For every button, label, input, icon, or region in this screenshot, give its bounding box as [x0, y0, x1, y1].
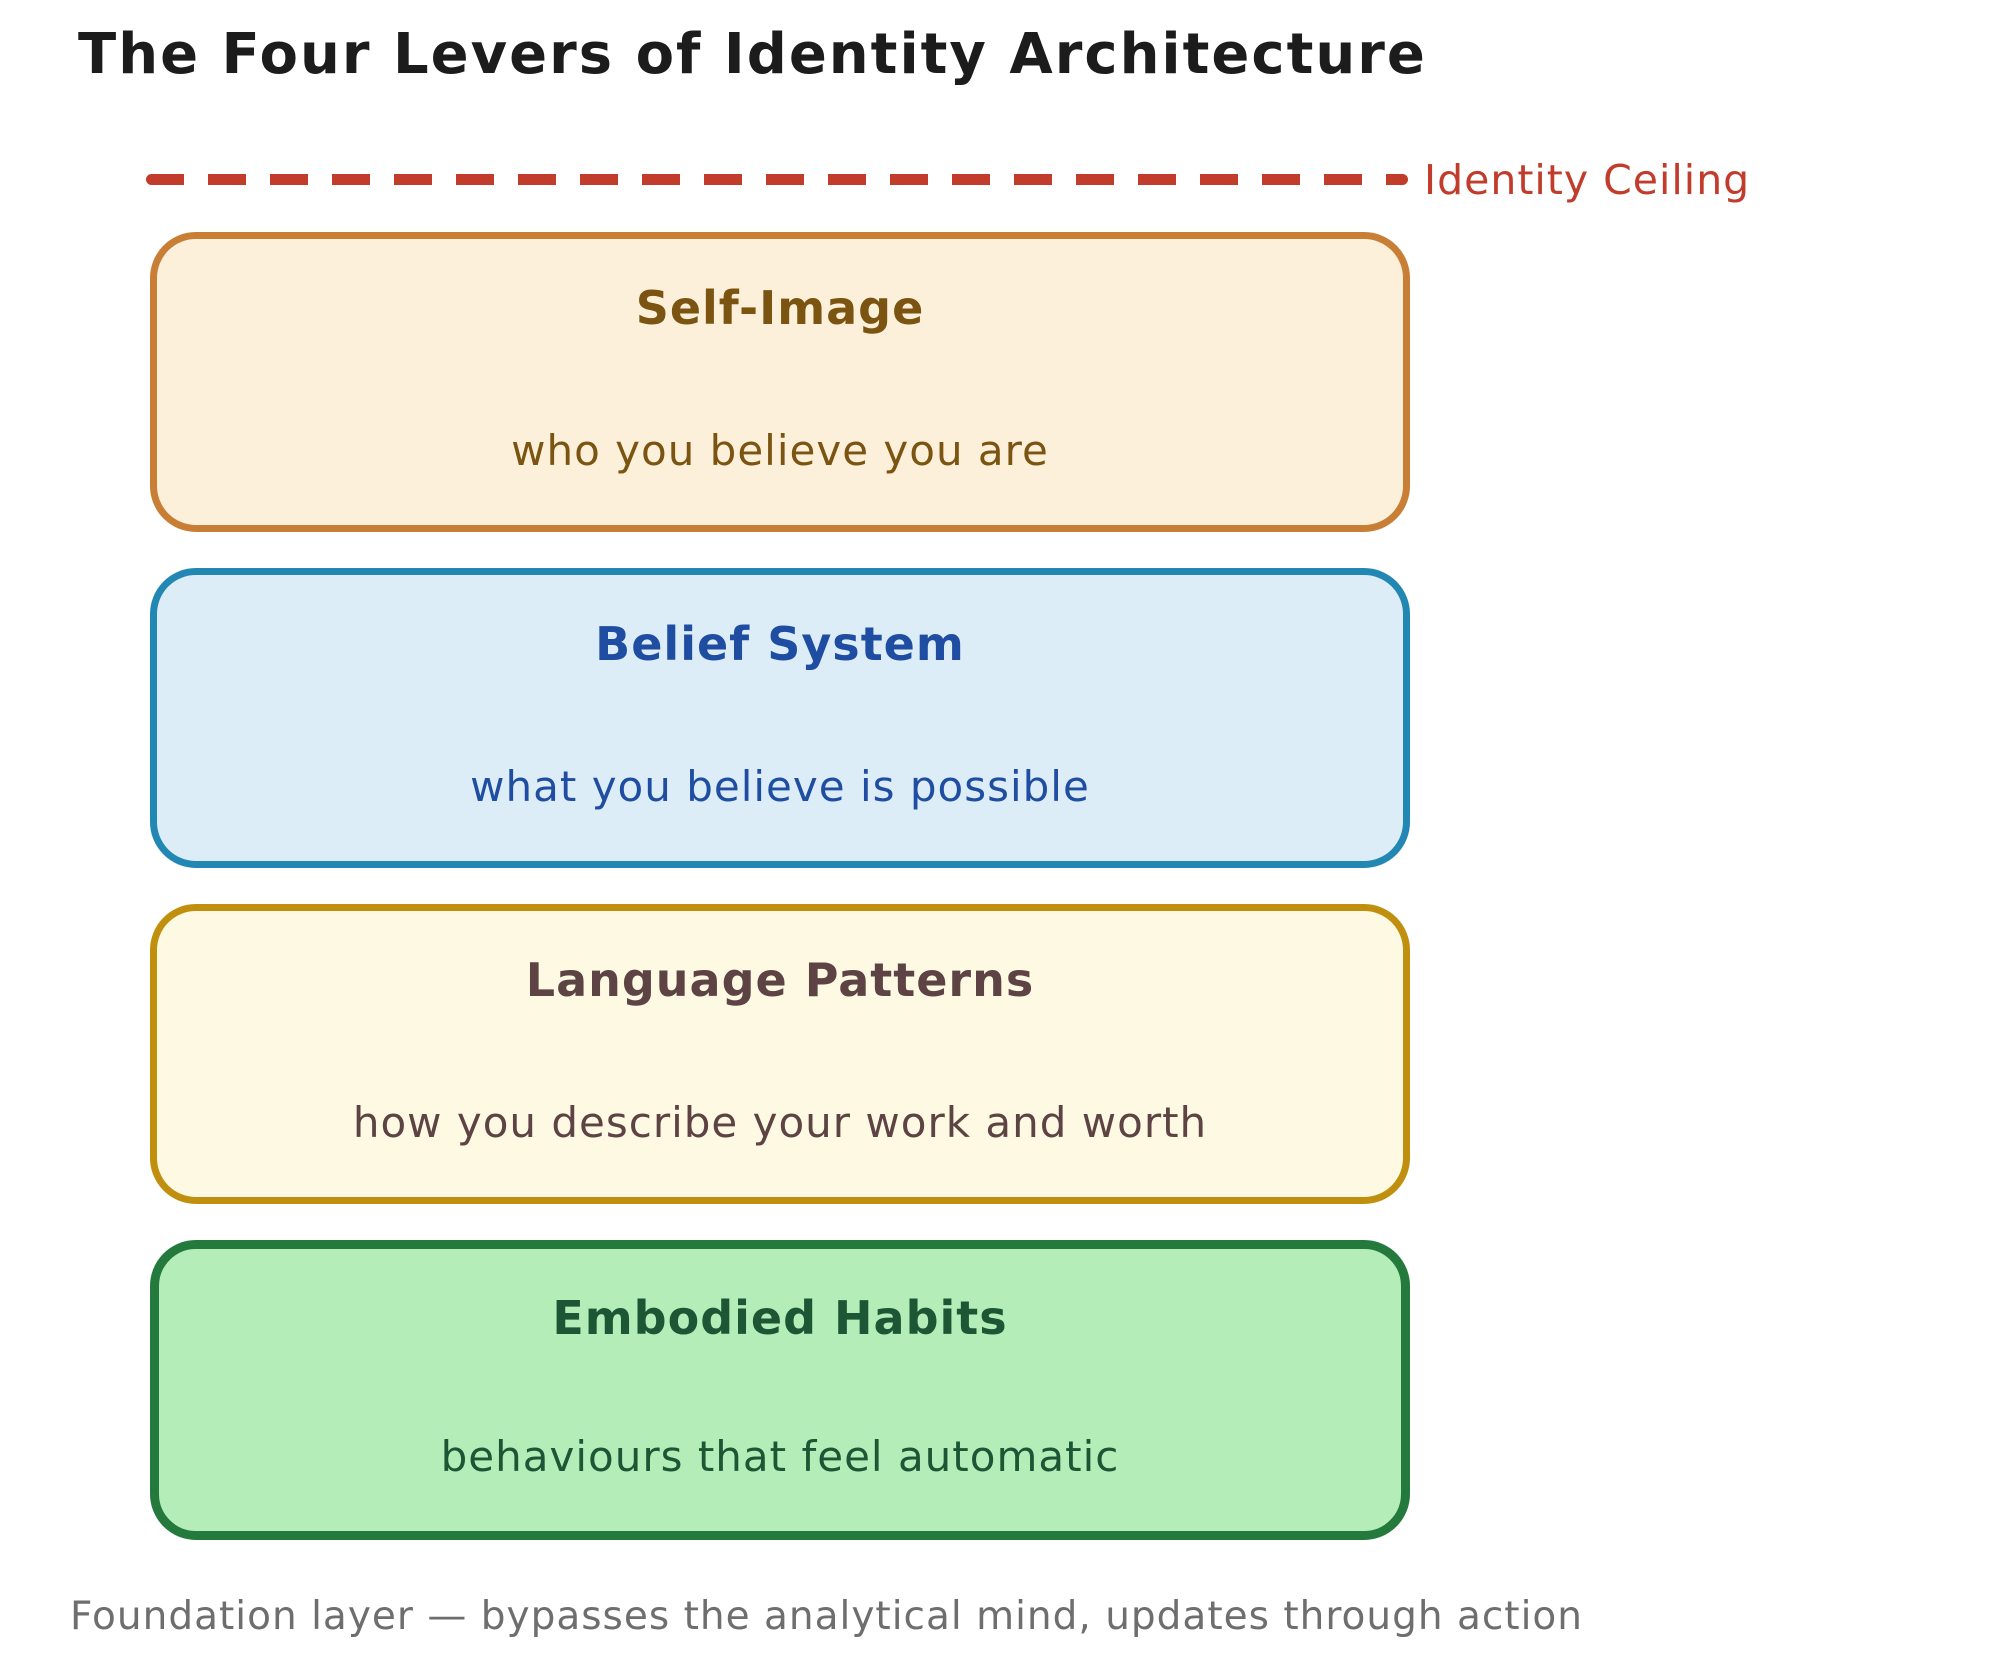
- identity-ceiling-dashed-line: [146, 174, 1408, 185]
- lever-box-embodied-habits: Embodied Habits behaviours that feel aut…: [150, 1240, 1410, 1540]
- foundation-layer-caption: Foundation layer — bypasses the analytic…: [70, 1594, 1584, 1639]
- lever-box-language-patterns: Language Patterns how you describe your …: [150, 904, 1410, 1204]
- lever-title: Self-Image: [635, 281, 925, 335]
- lever-subtitle: how you describe your work and worth: [352, 1098, 1208, 1147]
- lever-box-belief-system: Belief System what you believe is possib…: [150, 568, 1410, 868]
- lever-box-self-image: Self-Image who you believe you are: [150, 232, 1410, 532]
- lever-title: Belief System: [595, 617, 965, 671]
- identity-ceiling-label: Identity Ceiling: [1424, 156, 1751, 204]
- lever-title: Language Patterns: [525, 953, 1035, 1007]
- lever-subtitle: behaviours that feel automatic: [440, 1432, 1120, 1481]
- page-title: The Four Levers of Identity Architecture: [78, 22, 1427, 87]
- lever-title: Embodied Habits: [552, 1291, 1008, 1345]
- lever-subtitle: who you believe you are: [511, 426, 1049, 475]
- lever-subtitle: what you believe is possible: [470, 762, 1090, 811]
- lever-stack: Self-Image who you believe you are Belie…: [150, 232, 1410, 1540]
